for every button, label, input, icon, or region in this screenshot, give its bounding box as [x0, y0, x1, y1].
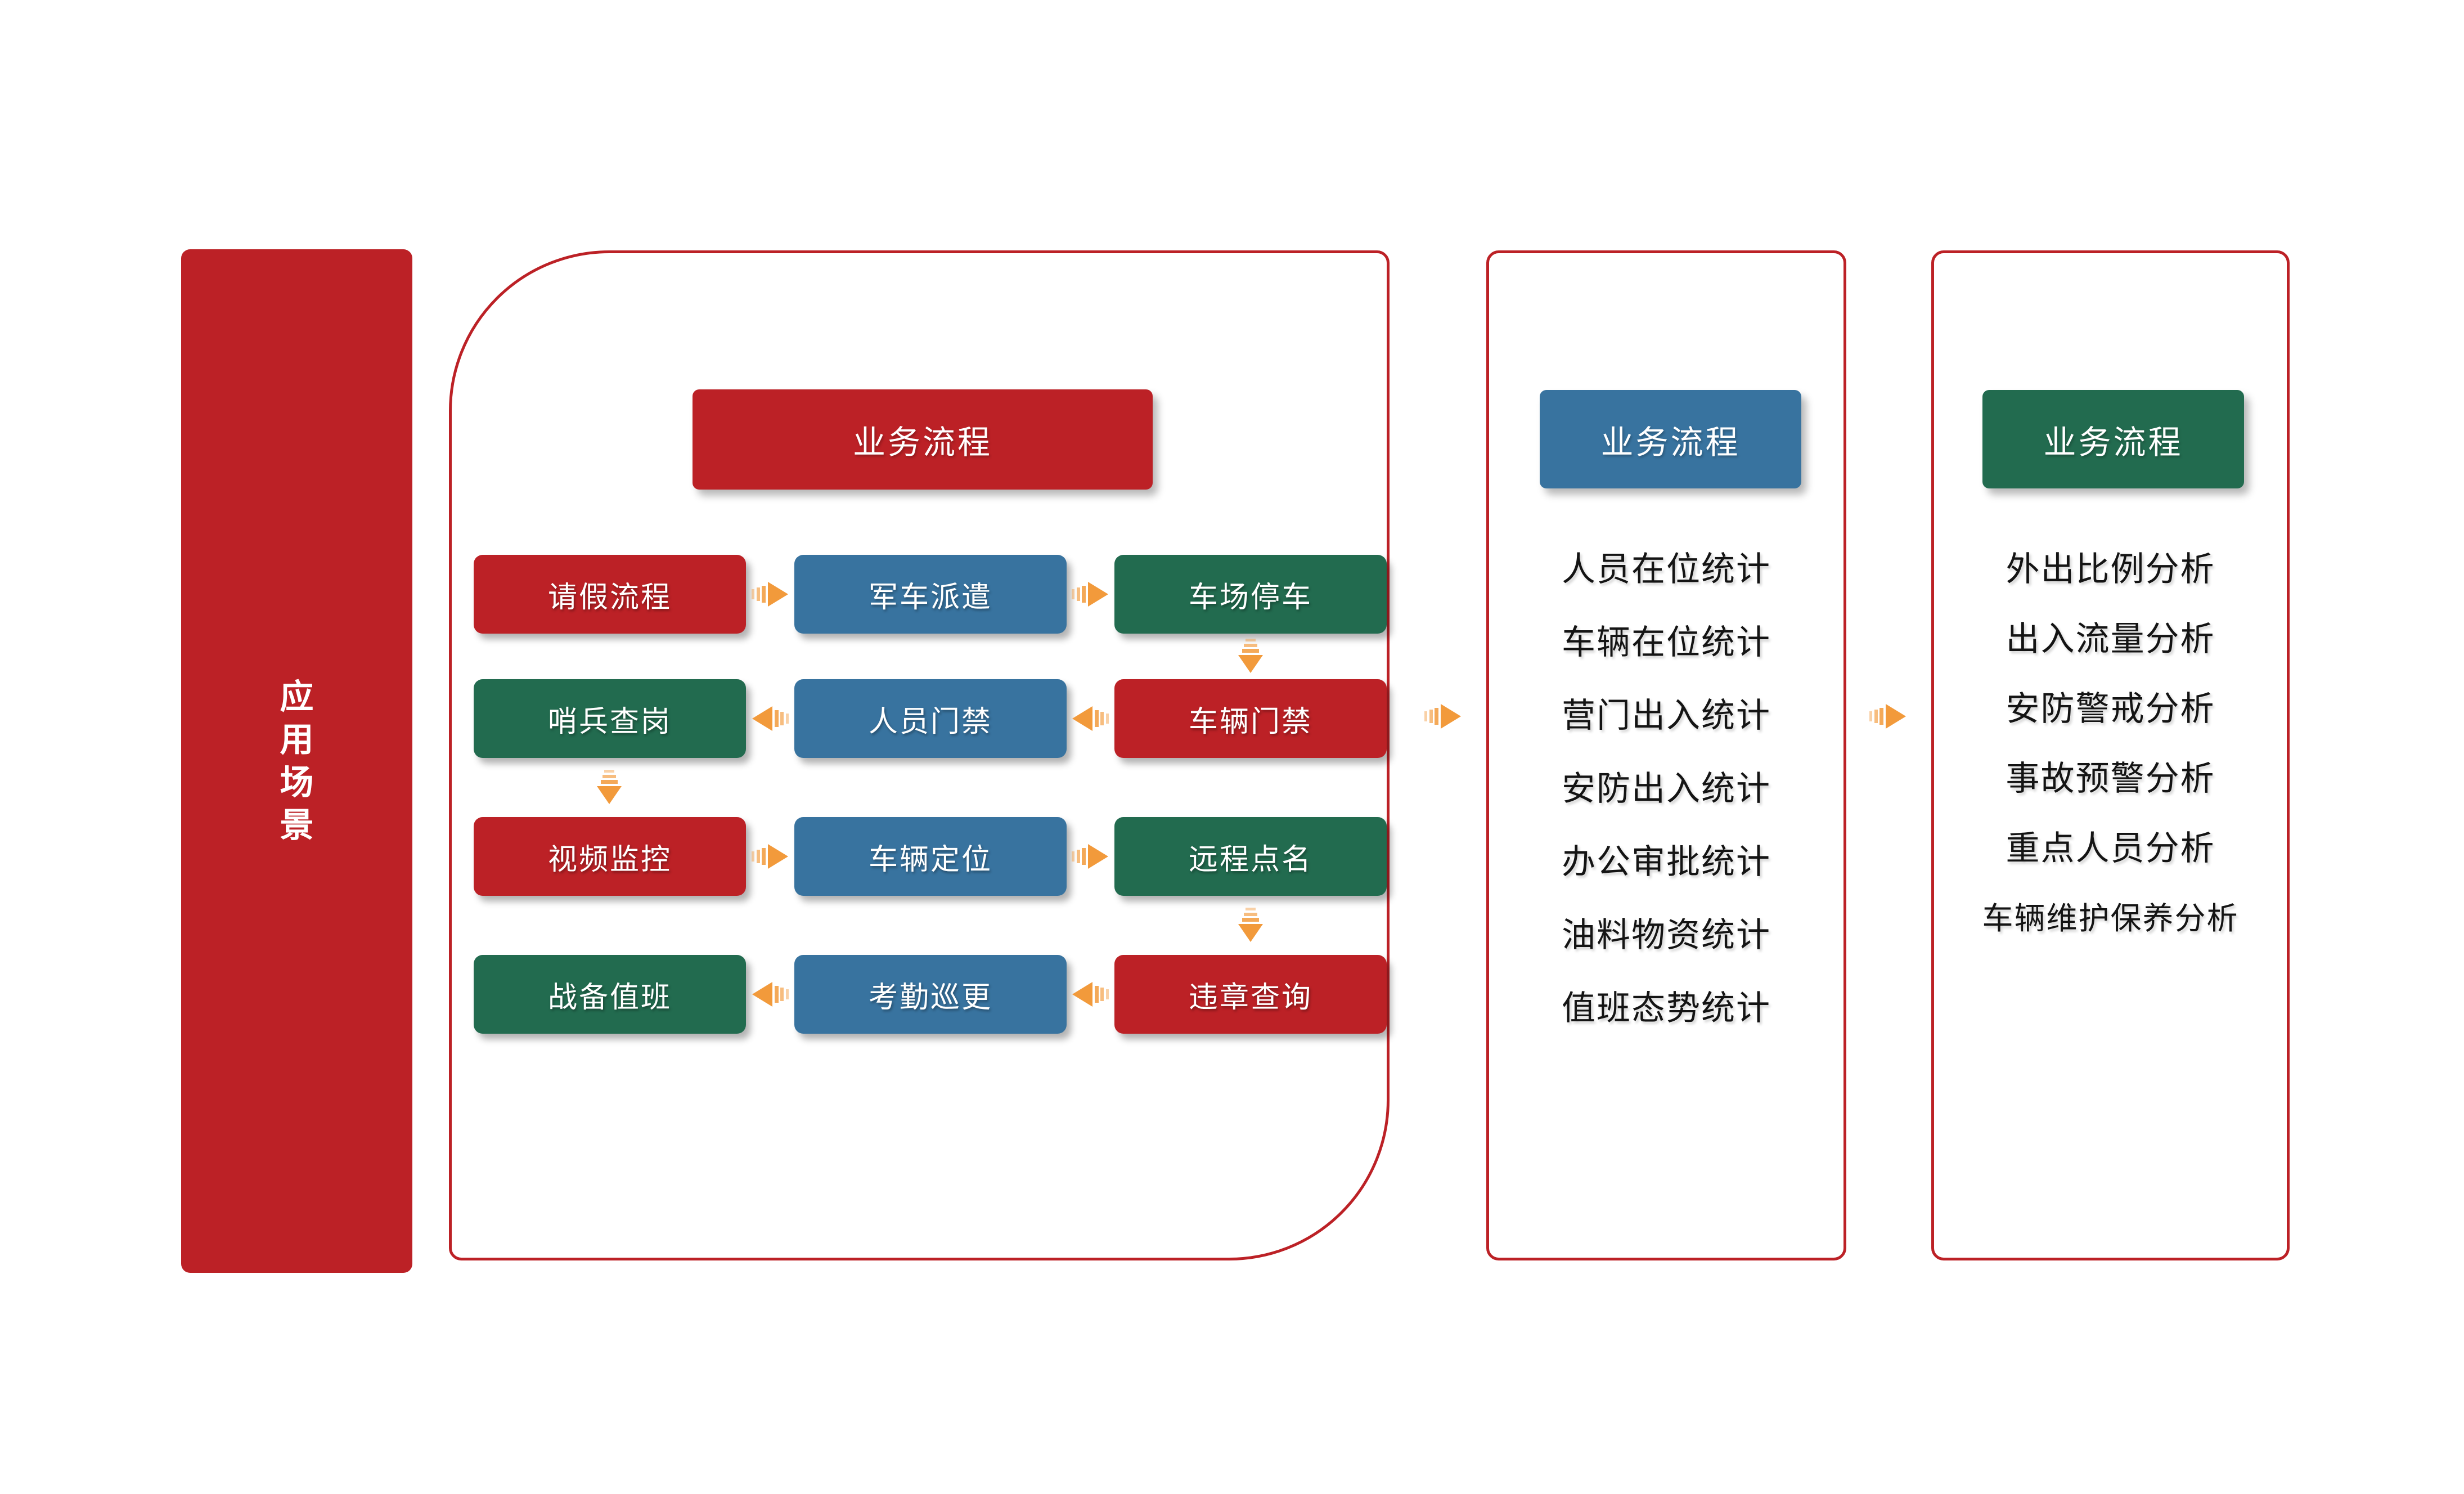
stat-item: 营门出入统计 [1562, 696, 1771, 735]
flow-box-attendance-patrol: 考勤巡更 [794, 955, 1067, 1034]
analysis-item: 安防警戒分析 [2006, 689, 2215, 729]
business-process-header-blue: 业务流程 [1540, 390, 1801, 488]
stat-item: 安防出入统计 [1562, 769, 1771, 809]
stat-item: 值班态势统计 [1562, 989, 1771, 1028]
analysis-item: 事故预警分析 [2006, 759, 2215, 798]
flow-box-leave-process: 请假流程 [474, 555, 746, 634]
business-process-panel: 业务流程 请假流程 军车派遣 车场停车 哨兵查岗 人员门禁 车辆门禁 视频监控 … [449, 250, 1390, 1260]
arrow-left-icon [1072, 706, 1109, 732]
analysis-item: 外出比例分析 [2006, 550, 2215, 589]
sidebar-title-char: 应 [280, 677, 314, 717]
stat-item: 办公审批统计 [1562, 842, 1771, 882]
stat-item: 人员在位统计 [1562, 550, 1771, 589]
flow-box-personnel-access-control: 人员门禁 [794, 679, 1067, 758]
stat-item: 油料物资统计 [1562, 916, 1771, 955]
arrow-right-icon [752, 581, 789, 607]
sidebar-title-char: 用 [280, 720, 314, 760]
flow-box-remote-roll-call: 远程点名 [1114, 817, 1387, 896]
arrow-left-icon [752, 706, 789, 732]
arrow-right-icon [1072, 844, 1109, 869]
arrow-left-icon [752, 981, 789, 1007]
flow-box-violation-query: 违章查询 [1114, 955, 1387, 1034]
arrow-right-icon [1424, 703, 1462, 729]
flow-box-vehicle-positioning: 车辆定位 [794, 817, 1067, 896]
sidebar-title-char: 场 [280, 762, 314, 802]
business-process-header-red: 业务流程 [693, 389, 1153, 490]
flow-box-sentry-check: 哨兵查岗 [474, 679, 746, 758]
flow-box-video-surveillance: 视频监控 [474, 817, 746, 896]
arrow-right-icon [1072, 581, 1109, 607]
flow-box-combat-readiness-duty: 战备值班 [474, 955, 746, 1034]
analysis-item: 重点人员分析 [2006, 829, 2215, 868]
arrow-right-icon [1869, 703, 1907, 729]
business-process-header-green: 业务流程 [1982, 390, 2244, 488]
flow-box-vehicle-access-control: 车辆门禁 [1114, 679, 1387, 758]
sidebar-title-char: 景 [280, 805, 314, 845]
arrow-right-icon [752, 844, 789, 869]
analysis-item: 出入流量分析 [2006, 620, 2215, 659]
arrow-left-icon [1072, 981, 1109, 1007]
arrow-down-icon [1238, 639, 1264, 674]
flow-box-military-vehicle-dispatch: 军车派遣 [794, 555, 1067, 634]
analysis-item: 车辆维护保养分析 [1982, 900, 2239, 936]
stat-item: 车辆在位统计 [1562, 623, 1771, 662]
sidebar-application-scenarios: 应 用 场 景 [181, 249, 412, 1273]
analysis-panel: 业务流程 外出比例分析 出入流量分析 安防警戒分析 事故预警分析 重点人员分析 … [1931, 250, 2290, 1260]
arrow-down-icon [1238, 908, 1264, 943]
statistics-panel: 业务流程 人员在位统计 车辆在位统计 营门出入统计 安防出入统计 办公审批统计 … [1486, 250, 1846, 1260]
arrow-down-icon [596, 770, 622, 805]
flow-box-parking-lot: 车场停车 [1114, 555, 1387, 634]
